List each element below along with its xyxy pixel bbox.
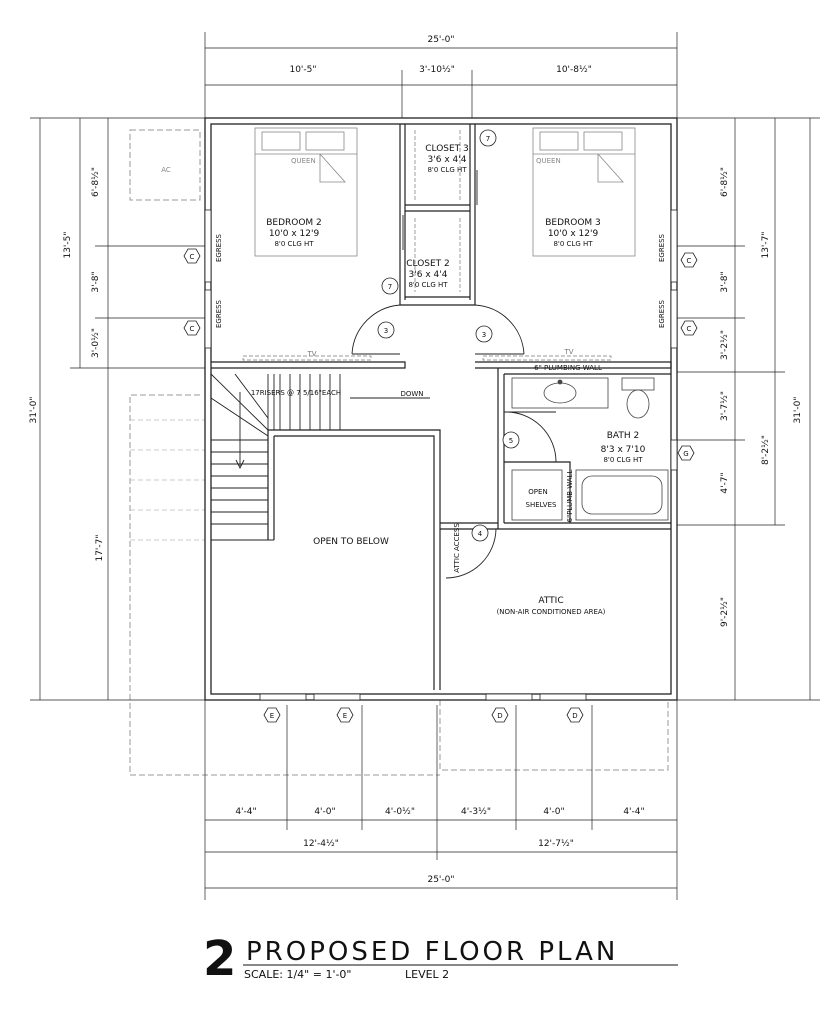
closet2-name: CLOSET 2 — [406, 259, 450, 269]
window-tags — [183, 248, 698, 723]
dim-left-seg-2: 3'-8" — [91, 271, 101, 292]
dim-right-seg-2: 3'-8" — [720, 271, 730, 292]
dim-top-seg-1: 10'-5" — [289, 65, 316, 75]
drawing-scale: SCALE: 1/4" = 1'-0" — [244, 968, 352, 981]
dim-left-seg-3: 3'-0½" — [91, 328, 101, 358]
dim-right-seg-4: 3'-7½" — [720, 391, 730, 421]
bed-bedroom2 — [254, 127, 358, 257]
dim-left-seg-1: 6'-8½" — [91, 167, 101, 197]
dim-right-seg-1: 6'-8½" — [720, 167, 730, 197]
attic-note: (NON-AIR CONDITIONED AREA) — [497, 608, 606, 616]
bedroom2-size: 10'0 x 12'9 — [269, 229, 320, 239]
door-tag-closet2: 7 — [388, 283, 392, 291]
window-tag-6: E — [270, 712, 274, 720]
open-shelves-line-2: SHELVES — [526, 501, 557, 509]
open-shelves-line-1: OPEN — [528, 488, 547, 496]
window-tag-4: C — [687, 325, 692, 333]
dim-bottom-seg-5: 4'-0" — [543, 807, 564, 817]
bath2-name: BATH 2 — [607, 431, 639, 441]
bedroom2-ceiling: 8'0 CLG HT — [274, 240, 314, 248]
dim-bottom-seg-6: 4'-4" — [623, 807, 644, 817]
window-tag-5: G — [683, 450, 688, 458]
stair-down-label: DOWN — [400, 390, 423, 398]
ac-label: AC — [161, 166, 171, 174]
closet3-name: CLOSET 3 — [425, 144, 469, 154]
stair-risers-label: 17RISERS @ 7 5/16"EACH — [251, 389, 341, 397]
bed-label-bedroom3: QUEEN — [536, 157, 561, 165]
bath2-ceiling: 8'0 CLG HT — [603, 456, 643, 464]
window-tag-7: E — [343, 712, 347, 720]
dim-left-overall: 31'-0" — [29, 396, 39, 423]
dim-bottom-half-2: 12'-7½" — [538, 839, 574, 849]
dim-right-seg-6: 9'-2½" — [720, 597, 730, 627]
egress-label-2: EGRESS — [215, 299, 223, 328]
door-tag-bedroom3: 3 — [482, 331, 486, 339]
closet-shelving — [242, 130, 612, 361]
bedroom2-name: BEDROOM 2 — [266, 218, 322, 228]
window-tag-9: D — [572, 712, 577, 720]
bedroom3-ceiling: 8'0 CLG HT — [553, 240, 593, 248]
window-tag-1: C — [190, 253, 195, 261]
dim-bottom-seg-4: 4'-3½" — [461, 807, 491, 817]
tv-label-bedroom3: TV — [563, 348, 573, 356]
door-tag-attic: 4 — [478, 530, 483, 538]
bath2-size: 8'3 x 7'10 — [601, 445, 646, 455]
closet3-size: 3'6 x 4'4 — [428, 155, 467, 165]
dim-bottom-seg-1: 4'-4" — [235, 807, 256, 817]
bed-bedroom3 — [532, 127, 636, 257]
dim-right-mid-1: 13'-7" — [761, 231, 771, 258]
bedroom3-name: BEDROOM 3 — [545, 218, 601, 228]
deck-lines — [130, 419, 205, 541]
plumbing-wall-label: 6" PLUMBING WALL — [534, 364, 602, 372]
interior-walls — [211, 124, 672, 690]
dim-right-mid-2: 8'-2½" — [761, 435, 771, 465]
plumb-wall-label: 6"PLUMB WALL — [566, 470, 574, 523]
attic-access-label: ATTIC ACCESS — [453, 523, 461, 573]
closet2-ceiling: 8'0 CLG HT — [408, 281, 448, 289]
door-tag-closet3: 7 — [486, 135, 490, 143]
dim-left-outer-top: 13'-5" — [63, 231, 73, 258]
bed-label-bedroom2: QUEEN — [291, 157, 316, 165]
dim-bottom-overall: 25'-0" — [427, 875, 454, 885]
drawing-level: LEVEL 2 — [405, 968, 449, 981]
attic-name: ATTIC — [538, 596, 563, 606]
door-tag-bedroom2: 3 — [384, 327, 388, 335]
dim-top-overall: 25'-0" — [427, 35, 454, 45]
open-to-below-label: OPEN TO BELOW — [313, 537, 389, 547]
dim-bottom-half-1: 12'-4½" — [303, 839, 339, 849]
dim-bottom-seg-2: 4'-0" — [314, 807, 335, 817]
window-tag-3: C — [687, 257, 692, 265]
dim-bottom-seg-3: 4'-0½" — [385, 807, 415, 817]
dim-right-seg-5: 4'-7" — [720, 472, 730, 493]
egress-label-1: EGRESS — [215, 233, 223, 262]
dashed-outlines — [129, 129, 669, 776]
window-tag-8: D — [497, 712, 502, 720]
doors — [351, 170, 557, 579]
windows — [204, 209, 678, 701]
door-tags — [377, 129, 520, 542]
drawing-title: PROPOSED FLOOR PLAN — [246, 937, 618, 967]
egress-label-4: EGRESS — [658, 299, 666, 328]
bath-fixtures — [511, 377, 669, 521]
closet3-ceiling: 8'0 CLG HT — [427, 166, 467, 174]
dim-left-outer-bottom: 17'-7" — [95, 534, 105, 561]
dim-right-overall: 31'-0" — [793, 396, 803, 423]
dim-top-seg-3: 10'-8½" — [556, 65, 592, 75]
window-tag-2: C — [190, 325, 195, 333]
dim-top-seg-2: 3'-10½" — [419, 65, 455, 75]
egress-label-3: EGRESS — [658, 233, 666, 262]
tv-label-bedroom2: TV — [306, 350, 316, 358]
stair — [210, 367, 430, 541]
closet2-size: 3'6 x 4'4 — [409, 270, 448, 280]
door-tag-bath2: 5 — [509, 437, 513, 445]
dim-right-seg-3: 3'-2½" — [720, 330, 730, 360]
dimension-lines — [30, 32, 820, 900]
drawing-number: 2 — [203, 931, 236, 987]
bedroom3-size: 10'0 x 12'9 — [548, 229, 599, 239]
